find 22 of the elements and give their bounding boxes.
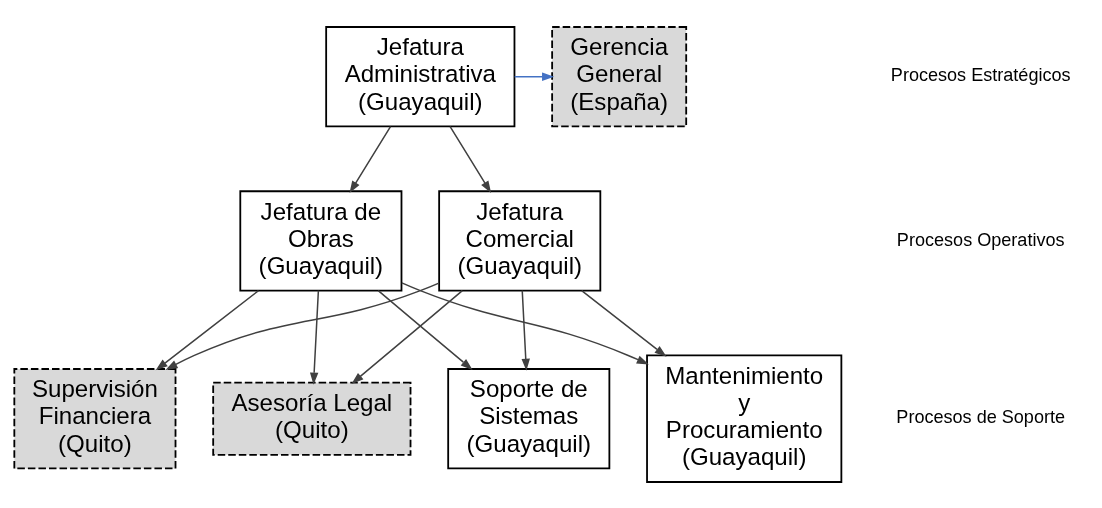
node-box: Jefatura de Obras (Guayaquil) [239, 189, 403, 292]
arrow [165, 281, 440, 370]
label: Procesos Estratégicos [890, 64, 1071, 85]
arrow [513, 72, 555, 81]
node-box: Soporte de Sistemas (Guayaquil) [447, 367, 611, 469]
arrow [155, 289, 260, 370]
arrow [580, 289, 667, 357]
arrow [351, 289, 464, 384]
arrow [521, 289, 530, 371]
label: Procesos de Soporte [896, 406, 1066, 427]
arrow [449, 125, 492, 193]
arrow [401, 281, 649, 365]
arrow [349, 125, 392, 193]
node-box: Jefatura Comercial (Guayaquil) [438, 189, 602, 292]
arrow [377, 289, 473, 370]
node-box: Gerencia General (España) [551, 25, 688, 127]
arrow [309, 289, 320, 385]
node-box: Supervisión Financiera (Quito) [13, 367, 177, 469]
node-box: Jefatura Administrativa (Guayaquil) [325, 25, 516, 127]
node-box: Mantenimiento y Procuramiento (Guayaquil) [646, 354, 843, 483]
label: Procesos Operativos [896, 229, 1065, 250]
node-box: Asesoría Legal (Quito) [212, 381, 412, 456]
